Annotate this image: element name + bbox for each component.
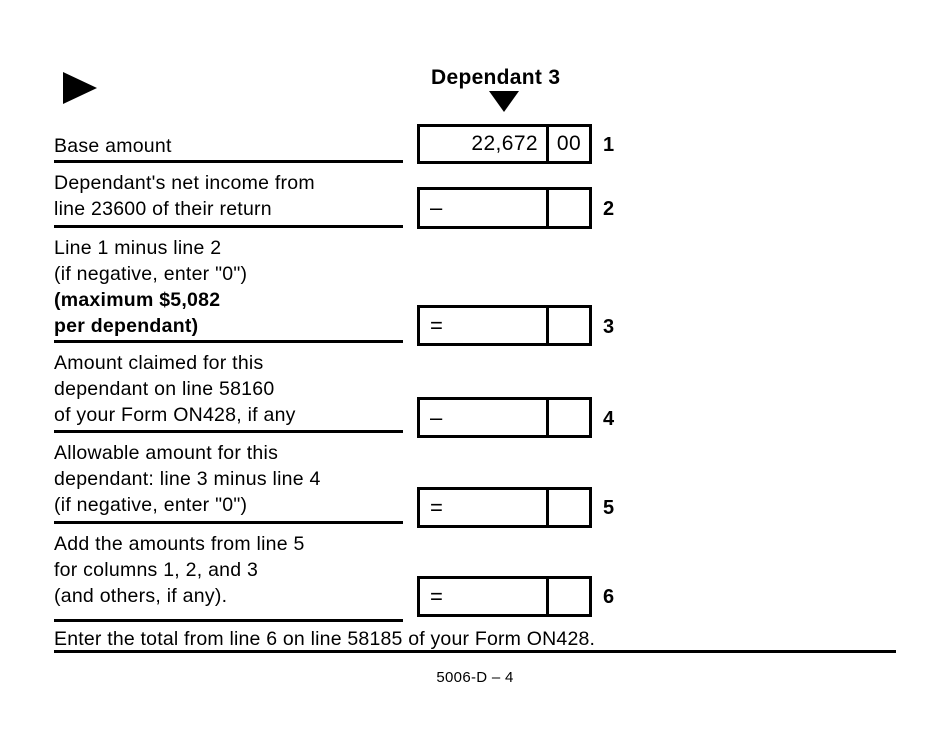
row-label-allowable-amount: Allowable amount for this dependant: lin… [54,440,321,518]
row-label-dependant-net-income: Dependant's net income from line 23600 o… [54,170,315,222]
label-line: dependant on line 58160 [54,378,275,400]
amount-cents-line-5[interactable] [546,490,589,525]
label-line: Dependant's net income from [54,172,315,194]
amount-cents-line-6[interactable] [546,579,589,614]
line-number-5: 5 [603,497,615,519]
row-label-base-amount: Base amount [54,133,172,159]
label-line: Base amount [54,135,172,157]
amount-box-line-5[interactable]: = [417,487,592,528]
amount-cents-line-2[interactable] [546,190,589,226]
operator-sign-line-2: – [430,195,443,220]
amount-dollars-line-5[interactable]: = [420,490,546,525]
amount-box-line-2[interactable]: – [417,187,592,229]
amount-cents-line-1[interactable]: 00 [546,127,589,161]
amount-box-line-1[interactable]: 22,672 00 [417,124,592,164]
form-code: 5006-D – 4 [436,669,514,686]
line-number-2: 2 [603,198,615,220]
row-divider-2 [54,225,403,228]
label-line: line 23600 of their return [54,198,272,220]
footer-instruction: Enter the total from line 6 on line 5818… [54,628,596,650]
row-label-line1-minus-line2: Line 1 minus line 2 (if negative, enter … [54,235,247,339]
amount-dollars-line-2[interactable]: – [420,190,546,226]
amount-dollars-line-4[interactable]: – [420,400,546,435]
amount-dollars-line-6[interactable]: = [420,579,546,614]
label-line: Add the amounts from line 5 [54,533,305,555]
line-number-3: 3 [603,316,615,338]
operator-sign-line-5: = [430,494,444,520]
column-header-dependant-3: Dependant 3 [431,66,561,89]
line-number-4: 4 [603,408,615,430]
label-line-per-dependant: per dependant) [54,315,199,337]
amount-box-line-4[interactable]: – [417,397,592,438]
amount-cents-line-3[interactable] [546,308,589,343]
label-line-maximum: (maximum $5,082 [54,289,221,311]
row-divider-6 [54,619,403,622]
row-divider-3 [54,340,403,343]
label-line: (if negative, enter "0") [54,494,248,516]
label-line: Amount claimed for this [54,352,264,374]
label-line: of your Form ON428, if any [54,404,296,426]
label-line: Allowable amount for this [54,442,279,464]
amount-dollars-value-line-1: 22,672 [471,132,538,155]
row-divider-5 [54,521,403,524]
label-line: Line 1 minus line 2 [54,237,222,259]
amount-cents-value-line-1: 00 [556,132,582,155]
operator-sign-line-4: – [430,404,443,430]
amount-dollars-line-3[interactable]: = [420,308,546,343]
line-number-1: 1 [603,134,615,156]
line-number-6: 6 [603,586,615,608]
amount-box-line-3[interactable]: = [417,305,592,346]
section-pointer-icon [63,72,97,104]
operator-sign-line-3: = [430,312,444,338]
footer-divider [54,650,896,653]
amount-box-line-6[interactable]: = [417,576,592,617]
row-label-amount-claimed-58160: Amount claimed for this dependant on lin… [54,350,296,428]
amount-dollars-line-1[interactable]: 22,672 [420,127,546,161]
row-label-add-amounts-line5: Add the amounts from line 5 for columns … [54,531,305,609]
row-divider-1 [54,160,403,163]
label-line: (if negative, enter "0") [54,263,248,285]
label-line: (and others, if any). [54,585,228,607]
amount-cents-line-4[interactable] [546,400,589,435]
column-pointer-icon [489,91,519,112]
row-divider-4 [54,430,403,433]
label-line: for columns 1, 2, and 3 [54,559,259,581]
operator-sign-line-6: = [430,583,444,609]
label-line: dependant: line 3 minus line 4 [54,468,321,490]
